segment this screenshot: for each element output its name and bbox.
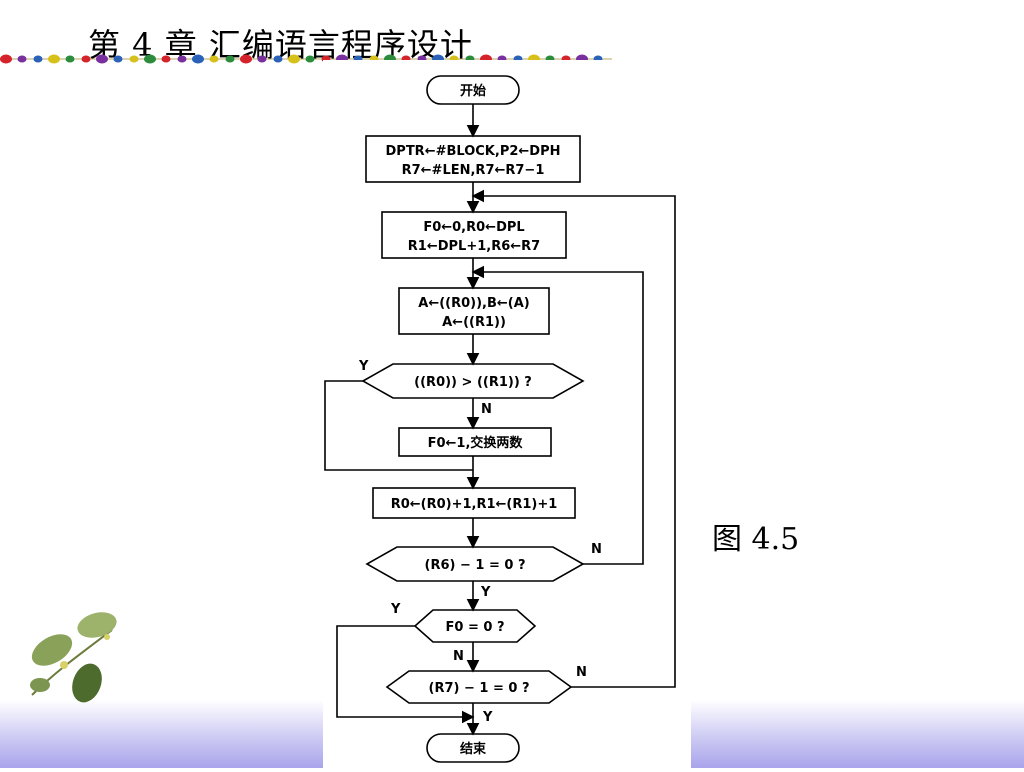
end-label: 结束: [460, 741, 487, 757]
bead-dot: [65, 55, 75, 63]
bead-dot: [177, 55, 187, 63]
flag-test-decision: [413, 609, 537, 643]
bead-dot: [113, 55, 123, 63]
bead-dot: [225, 55, 235, 63]
load-line-1: A←((R0)),B←(A): [418, 296, 529, 311]
outer-init-line-2: R1←DPL+1,R6←R7: [408, 239, 540, 254]
leaf-decoration: [30, 612, 117, 703]
bead-dot: [288, 54, 300, 64]
inner-test-no-label: N: [591, 542, 602, 557]
compare-label: ((R0)) > ((R1)) ?: [414, 375, 532, 390]
bead-dot: [48, 54, 60, 64]
init-line-2: R7←#LEN,R7←R7−1: [402, 163, 545, 178]
bead-dot: [257, 55, 267, 63]
bead-dot: [33, 55, 43, 63]
bead-dot: [305, 55, 315, 63]
bead-dot: [240, 54, 252, 64]
inner-test-label: (R6) − 1 = 0 ?: [425, 558, 526, 573]
bead-dot: [144, 54, 156, 64]
bead-dot: [273, 55, 283, 63]
start-label: 开始: [460, 83, 486, 99]
flag-test-no-label: N: [453, 649, 464, 664]
flag-test-label: F0 = 0 ?: [446, 620, 505, 635]
outer-test-yes-label: Y: [482, 710, 493, 725]
load-line-2: A←((R1)): [442, 315, 506, 330]
swap-label: F0←1,交换两数: [428, 435, 524, 451]
outer-test-label: (R7) − 1 = 0 ?: [429, 681, 530, 696]
outer-test-no-label: N: [576, 665, 587, 680]
flowchart-panel: 开始 DPTR←#BLOCK,P2←DPH R7←#LEN,R7←R7−1 F0…: [323, 60, 691, 768]
compare-no-label: N: [481, 402, 492, 417]
bead-dot: [209, 55, 219, 63]
compare-yes-label: Y: [358, 359, 369, 374]
bead-dot: [161, 55, 171, 63]
bead-dot: [17, 55, 27, 63]
figure-caption: 图 4.5: [712, 522, 800, 557]
bead-dot: [81, 55, 91, 63]
bead-dot: [129, 55, 139, 63]
init-line-1: DPTR←#BLOCK,P2←DPH: [386, 144, 561, 159]
bead-dot: [0, 54, 12, 64]
flag-test-yes-label: Y: [390, 602, 401, 617]
advance-label: R0←(R0)+1,R1←(R1)+1: [391, 497, 558, 512]
compare-decision: [361, 363, 585, 399]
bead-dot: [96, 54, 108, 64]
inner-test-yes-label: Y: [480, 585, 491, 600]
bead-dot: [192, 54, 204, 64]
outer-init-line-1: F0←0,R0←DPL: [423, 220, 524, 235]
flowchart: 开始 DPTR←#BLOCK,P2←DPH R7←#LEN,R7←R7−1 F0…: [324, 75, 676, 763]
